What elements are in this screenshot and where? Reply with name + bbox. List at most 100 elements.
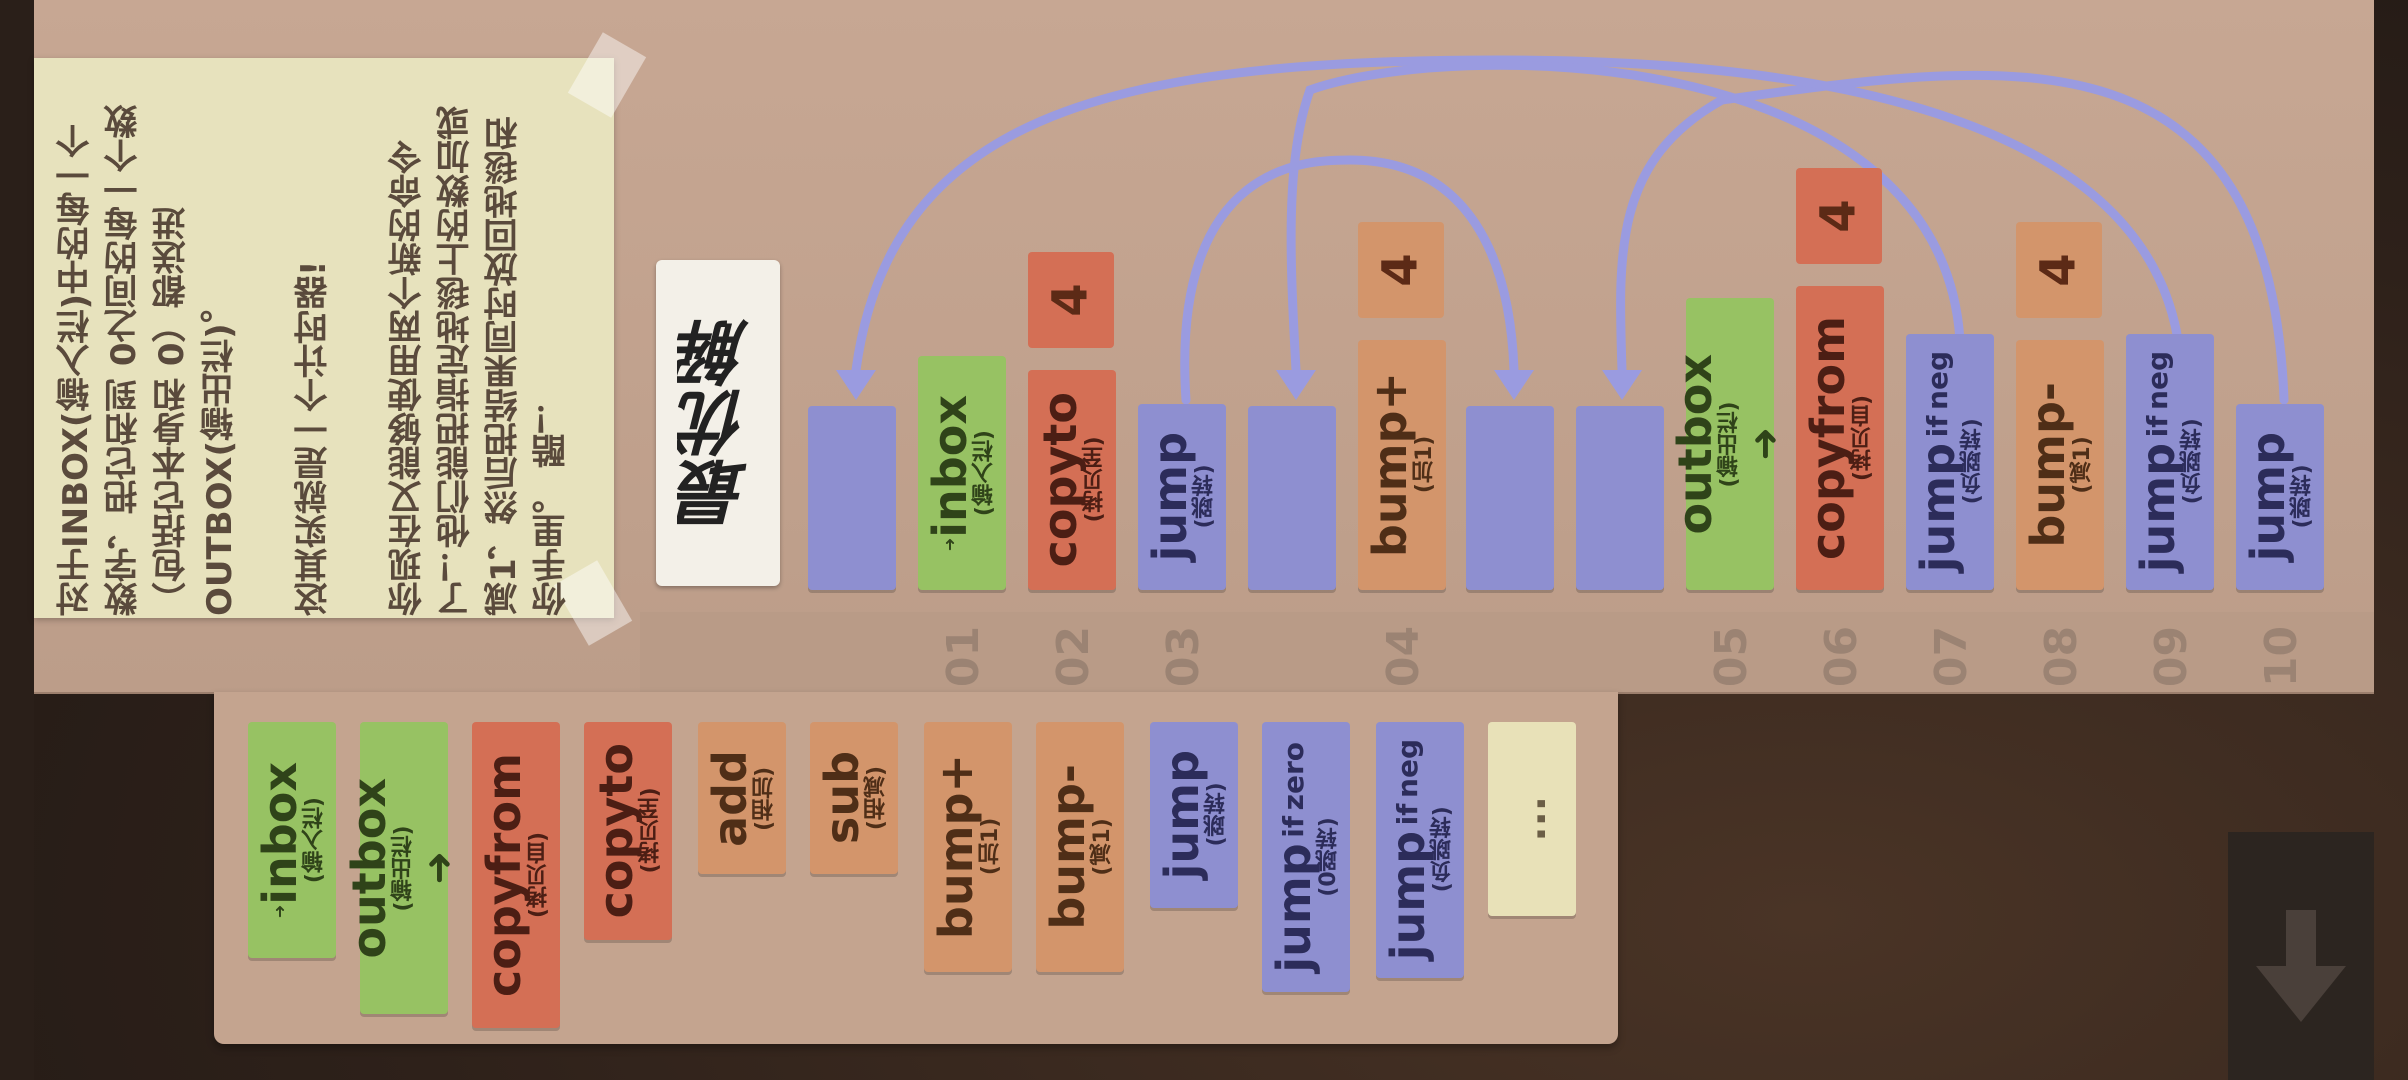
arrow-up-icon: ➜	[416, 851, 462, 885]
scroll-down-button[interactable]	[2228, 832, 2374, 1080]
cmd-label: copyfrom	[1801, 315, 1855, 560]
instruction-note	[34, 58, 614, 618]
cmd-sub: (跳转)	[2290, 464, 2315, 530]
jump-target-3[interactable]	[1466, 406, 1554, 590]
line-number: 03	[1158, 625, 1210, 687]
cmd-label: jump	[1143, 432, 1197, 562]
cmd-label: jump	[1911, 443, 1965, 573]
cmd-label: copyto	[1033, 392, 1087, 568]
palette-add[interactable]: add(相加)	[698, 722, 786, 874]
palette-more-button[interactable]: ...	[1488, 722, 1576, 916]
cmd-sub: (拷贝至)	[638, 787, 663, 875]
palette-copyfrom[interactable]: copyfrom(拷贝自)	[472, 722, 560, 1028]
palette-bumpminus[interactable]: bump-(减1)	[1036, 722, 1124, 972]
jump-target-4[interactable]	[1576, 406, 1664, 590]
cmd-if: if	[2141, 415, 2174, 438]
arrow-right-icon: ➜	[270, 904, 289, 919]
line-number: 09	[2146, 625, 2198, 687]
line-number: 01	[938, 625, 990, 687]
cmd-label: jump	[2131, 443, 2185, 573]
cmd-label: jump	[1381, 831, 1435, 961]
arrow-right-icon: ➜	[940, 537, 959, 552]
copyfrom-arg-badge[interactable]: 4	[1796, 168, 1882, 264]
program-inbox[interactable]: ➜inbox(输入栏)	[918, 356, 1006, 590]
program-copyto[interactable]: copyto(拷贝至)	[1028, 370, 1116, 590]
bumpplus-arg-badge[interactable]: 4	[1358, 222, 1444, 318]
jump-target-1[interactable]	[808, 406, 896, 590]
cmd-label: bump-	[1041, 764, 1095, 930]
arg-value: 4	[2031, 253, 2087, 287]
cmd-label: jump	[1155, 750, 1209, 880]
palette-outbox[interactable]: outbox(输出栏)➜	[342, 722, 462, 1014]
cmd-label: jump	[1267, 842, 1321, 973]
cmd-sub: (拷贝自)	[1850, 394, 1875, 482]
cmd-sub: (减1)	[2070, 436, 2095, 494]
cmd-sub: (跳转)	[1204, 782, 1229, 848]
palette-copyto[interactable]: copyto(拷贝至)	[584, 722, 672, 940]
cmd-label: copyfrom	[477, 752, 531, 997]
arrowhead-2	[1276, 370, 1316, 400]
line-number: 10	[2256, 625, 2308, 687]
arg-value: 4	[1373, 253, 1429, 287]
more-label: ...	[1509, 796, 1555, 842]
bumpminus-arg-badge[interactable]: 4	[2016, 222, 2102, 318]
palette-jumpzero[interactable]: jump if zero(0跳转)	[1262, 722, 1350, 992]
cmd-cond: neg	[1921, 351, 1954, 411]
arg-value: 4	[1043, 283, 1099, 317]
cmd-if: if	[1921, 415, 1954, 438]
palette-sub[interactable]: sub(相减)	[810, 722, 898, 874]
cmd-label: add	[703, 749, 757, 847]
cmd-if: if	[1391, 803, 1424, 826]
palette-jump[interactable]: jump(跳转)	[1150, 722, 1238, 908]
best-solution-label: 最优解	[656, 260, 780, 586]
program-jump-03[interactable]: jump(跳转)	[1138, 404, 1226, 590]
program-jumpneg-07[interactable]: jump if neg(负跳转)	[1906, 334, 1994, 590]
cmd-sub: (负跳转)	[2180, 418, 2205, 506]
arrow-up-icon: ➜	[1742, 427, 1788, 461]
cmd-label: jump	[2241, 432, 2295, 562]
arc-jump-03	[1180, 155, 1519, 405]
program-jump-10[interactable]: jump(跳转)	[2236, 404, 2324, 590]
program-bumpminus[interactable]: bump-(减1)	[2016, 340, 2104, 590]
cmd-sub: (负跳转)	[1960, 418, 1985, 506]
cmd-sub: (输出栏)	[391, 824, 416, 912]
cmd-sub: (加1)	[1412, 436, 1437, 494]
cmd-label: outbox	[1668, 353, 1722, 535]
cmd-label: outbox	[342, 777, 396, 959]
cmd-sub: (相减)	[864, 765, 889, 831]
line-number: 06	[1816, 625, 1868, 687]
line-number: 07	[1926, 625, 1978, 687]
arc-jump-09	[851, 55, 2183, 375]
cmd-cond: neg	[1391, 739, 1424, 799]
cmd-cond: zero	[1277, 741, 1310, 811]
palette-jumpneg[interactable]: jump if neg(负跳转)	[1376, 722, 1464, 978]
arc-jump-10	[1616, 70, 2289, 405]
cmd-sub: (拷贝至)	[1082, 436, 1107, 524]
arrowhead-3	[1494, 370, 1534, 400]
cmd-if: if	[1277, 815, 1310, 838]
cmd-label: sub	[815, 751, 869, 845]
copyto-arg-badge[interactable]: 4	[1028, 252, 1114, 348]
line-number: 05	[1706, 625, 1758, 687]
cmd-sub: (输入栏)	[972, 429, 997, 517]
cmd-sub: (拷贝自)	[526, 831, 551, 919]
cmd-label: inbox	[253, 761, 307, 905]
cmd-label: bump-	[2021, 382, 2075, 548]
cmd-sub: (负跳转)	[1430, 806, 1455, 894]
cmd-sub: (0跳转)	[1316, 817, 1341, 897]
program-jumpneg-09[interactable]: jump if neg(负跳转)	[2126, 334, 2214, 590]
jump-target-2[interactable]	[1248, 406, 1336, 590]
cmd-sub: (输出栏)	[1717, 400, 1742, 488]
left-edge	[0, 0, 34, 1080]
program-copyfrom[interactable]: copyfrom(拷贝自)	[1796, 286, 1884, 590]
palette-inbox[interactable]: ➜inbox(输入栏)	[248, 722, 336, 958]
cmd-sub: (跳转)	[1192, 464, 1217, 530]
palette-bumpplus[interactable]: bump+(加1)	[924, 722, 1012, 972]
line-number: 04	[1378, 625, 1430, 687]
arrowhead-4	[1602, 370, 1642, 400]
program-outbox[interactable]: outbox(输出栏)➜	[1668, 298, 1788, 590]
cmd-sub: (相加)	[752, 765, 777, 831]
program-bumpplus[interactable]: bump+(加1)	[1358, 340, 1446, 590]
cmd-sub: (输入栏)	[302, 796, 327, 884]
line-number: 08	[2036, 625, 2088, 687]
